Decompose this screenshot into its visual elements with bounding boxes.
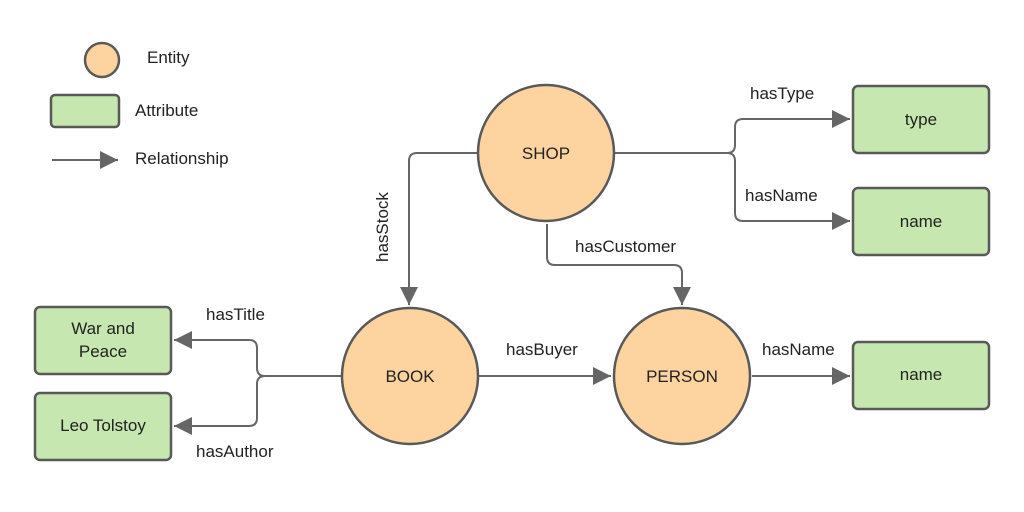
legend-attribute-label: Attribute (135, 101, 198, 120)
attribute-book-author-label: Leo Tolstoy (60, 416, 146, 435)
entity-shop-label: SHOP (522, 144, 570, 163)
edge-shop-book (400, 152, 477, 305)
attribute-shop-type-box (851, 84, 991, 155)
entity-shop-circle (476, 83, 616, 223)
label-has-name-shop: hasName (745, 186, 818, 205)
attribute-shop-type[interactable]: type (851, 84, 991, 155)
entity-book-label: BOOK (385, 367, 435, 386)
attribute-shop-name-box (851, 186, 991, 257)
edge-shop-type (614, 110, 850, 154)
label-has-author: hasAuthor (196, 442, 274, 461)
entity-person[interactable]: PERSON (612, 306, 752, 446)
legend-entity-label: Entity (147, 48, 190, 67)
legend-attribute-swatch (49, 93, 121, 129)
edge-shop-name (726, 152, 850, 230)
attribute-book-title[interactable]: War and Peace (33, 305, 173, 376)
edge-shop-person (546, 224, 691, 305)
label-has-type: hasType (750, 84, 814, 103)
relationship-labels: hasType hasName hasStock hasCustomer has… (196, 84, 835, 461)
attribute-book-title-line2: Peace (79, 342, 127, 361)
legend-entity-swatch (83, 41, 121, 79)
attribute-book-title-line1: War and (71, 319, 135, 338)
entity-book[interactable]: BOOK (340, 306, 480, 446)
legend: Entity Attribute Relationship (49, 41, 229, 169)
attribute-shop-type-label: type (905, 110, 937, 129)
label-has-name-person: hasName (762, 340, 835, 359)
edge-book-author (174, 375, 266, 435)
label-has-buyer: hasBuyer (506, 340, 578, 359)
attribute-book-title-box (33, 305, 173, 376)
entity-person-circle (612, 306, 752, 446)
entity-book-circle (340, 306, 480, 446)
attribute-person-name-label: name (900, 365, 943, 384)
label-has-title: hasTitle (206, 305, 265, 324)
attribute-shop-name[interactable]: name (851, 186, 991, 257)
attribute-shop-name-label: name (900, 212, 943, 231)
attribute-person-name-box (851, 340, 991, 411)
legend-relationship-label: Relationship (135, 149, 229, 168)
label-has-customer: hasCustomer (575, 237, 676, 256)
attribute-person-name[interactable]: name (851, 340, 991, 411)
attribute-book-author-box (33, 391, 173, 462)
label-has-stock: hasStock (373, 192, 392, 262)
entity-shop[interactable]: SHOP (476, 83, 616, 223)
attribute-book-author[interactable]: Leo Tolstoy (33, 391, 173, 462)
entity-person-label: PERSON (646, 367, 718, 386)
edges (174, 110, 850, 435)
edge-book-title (174, 331, 341, 377)
